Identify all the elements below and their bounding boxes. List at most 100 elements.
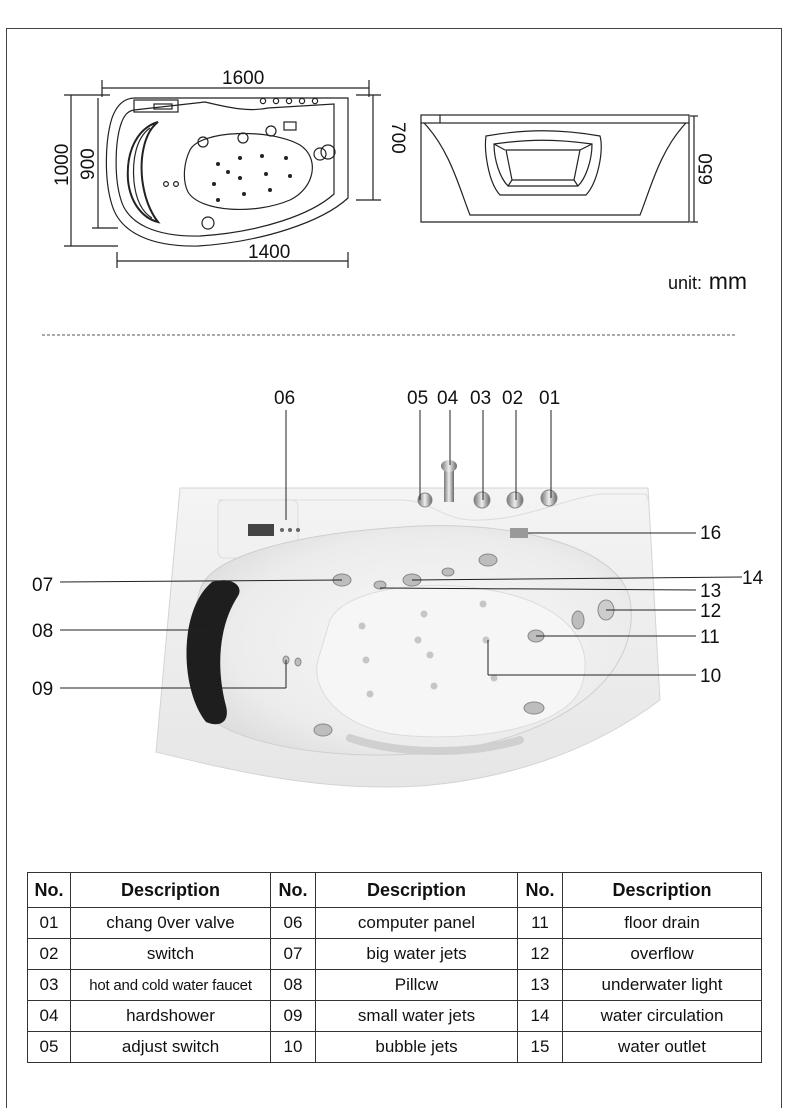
header-description: Description: [315, 872, 518, 908]
bubble-jets-top: [212, 154, 292, 202]
part-description: chang 0ver valve: [70, 907, 271, 939]
part-description: water circulation: [562, 1000, 762, 1032]
table-header-row: No. Description No. Description No. Desc…: [27, 872, 762, 908]
callout-14: 14: [742, 568, 764, 589]
callout-11: 11: [700, 627, 720, 648]
part-number: 01: [27, 907, 71, 939]
unit-value: mm: [708, 268, 748, 294]
callout-03: 03: [470, 388, 491, 409]
part-description: overflow: [562, 938, 762, 970]
unit-label: unit: mm: [668, 268, 747, 296]
part-description: Pillcw: [315, 969, 518, 1001]
bubble-jets: [358, 600, 498, 698]
side-rim: [420, 114, 690, 124]
part-description: adjust switch: [70, 1031, 271, 1063]
bathtub-diagram: 1600 1400 1000 900 700 650: [32, 68, 764, 788]
tub-rim-top: [115, 101, 335, 237]
part-number: 08: [270, 969, 316, 1001]
page-frame: [6, 28, 782, 1108]
side-view-drawing: [420, 114, 698, 223]
part-description: small water jets: [315, 1000, 518, 1032]
header-no: No.: [517, 872, 563, 908]
table-row: 02 switch 07 big water jets 12 overflow: [27, 938, 762, 970]
callout-10: 10: [700, 666, 721, 687]
part-number: 06: [270, 907, 316, 939]
side-basin-floor: [505, 149, 581, 181]
knob: [311, 97, 319, 105]
header-description: Description: [70, 872, 271, 908]
table-row: 01 chang 0ver valve 06 computer panel 11…: [27, 907, 762, 939]
side-basin: [484, 130, 602, 196]
callout-04: 04: [437, 388, 459, 409]
part-number: 11: [517, 907, 563, 939]
part-description: floor drain: [562, 907, 762, 939]
callout-13: 13: [700, 581, 721, 602]
tub-outline-top: [105, 97, 349, 247]
part-number: 14: [517, 1000, 563, 1032]
bathtub-photo: [155, 460, 661, 788]
side-basin-edge: [507, 179, 513, 187]
part-description: water outlet: [562, 1031, 762, 1063]
knob: [259, 97, 267, 105]
callout-05: 05: [407, 388, 428, 409]
callout-06: 06: [274, 388, 295, 409]
callout-12: 12: [700, 601, 721, 622]
part-number: 02: [27, 938, 71, 970]
side-basin-inner: [493, 139, 593, 187]
panel-button: [288, 528, 292, 532]
tub-basin-top: [183, 132, 313, 210]
part-number: 10: [270, 1031, 316, 1063]
dim-1000-label: 1000: [52, 144, 73, 186]
part-number: 12: [517, 938, 563, 970]
part-description: big water jets: [315, 938, 518, 970]
panel-button: [296, 528, 300, 532]
jet: [320, 144, 336, 160]
jet: [173, 181, 180, 188]
knob: [285, 97, 293, 105]
callout-07: 07: [32, 575, 53, 596]
dim-650-label: 650: [696, 153, 717, 185]
deck-knobs: [417, 489, 558, 509]
callout-08: 08: [32, 621, 53, 642]
header-description: Description: [562, 872, 762, 908]
jet: [265, 125, 277, 137]
side-basin-edge: [579, 143, 593, 151]
unit-separator: :: [697, 273, 703, 293]
unit-prefix: unit: [668, 273, 698, 293]
part-number: 04: [27, 1000, 71, 1032]
part-description: hardshower: [70, 1000, 271, 1032]
knob: [298, 97, 306, 105]
panel-display: [153, 103, 173, 110]
pillow-top: [126, 121, 161, 224]
callout-01: 01: [539, 388, 560, 409]
hand-shower: [444, 470, 454, 502]
table-row: 04 hardshower 09 small water jets 14 wat…: [27, 1000, 762, 1032]
part-description: hot and cold water faucet: [70, 969, 271, 1001]
callout-lines: [59, 410, 743, 689]
part-description: bubble jets: [315, 1031, 518, 1063]
part-number: 03: [27, 969, 71, 1001]
dim-1400-label: 1400: [248, 242, 290, 263]
jet: [201, 216, 215, 230]
panel-button: [280, 528, 284, 532]
part-number: 09: [270, 1000, 316, 1032]
parts-table: No. Description No. Description No. Desc…: [27, 872, 762, 1063]
part-number: 05: [27, 1031, 71, 1063]
dim-900-label: 900: [78, 148, 99, 180]
callout-16: 16: [700, 523, 721, 544]
light-top: [283, 121, 297, 131]
side-body: [420, 123, 690, 223]
jet: [313, 147, 327, 161]
part-number: 15: [517, 1031, 563, 1063]
jet: [197, 136, 209, 148]
part-description: switch: [70, 938, 271, 970]
callout-09: 09: [32, 679, 53, 700]
jet: [237, 132, 249, 144]
pillow-inner-line: [132, 127, 153, 219]
tub-step: [346, 734, 524, 755]
tub-floor: [316, 584, 586, 738]
side-basin-edge: [573, 179, 579, 187]
dim-1600-label: 1600: [222, 68, 264, 89]
table-row: 05 adjust switch 10 bubble jets 15 water…: [27, 1031, 762, 1063]
panel-top: [133, 99, 179, 113]
